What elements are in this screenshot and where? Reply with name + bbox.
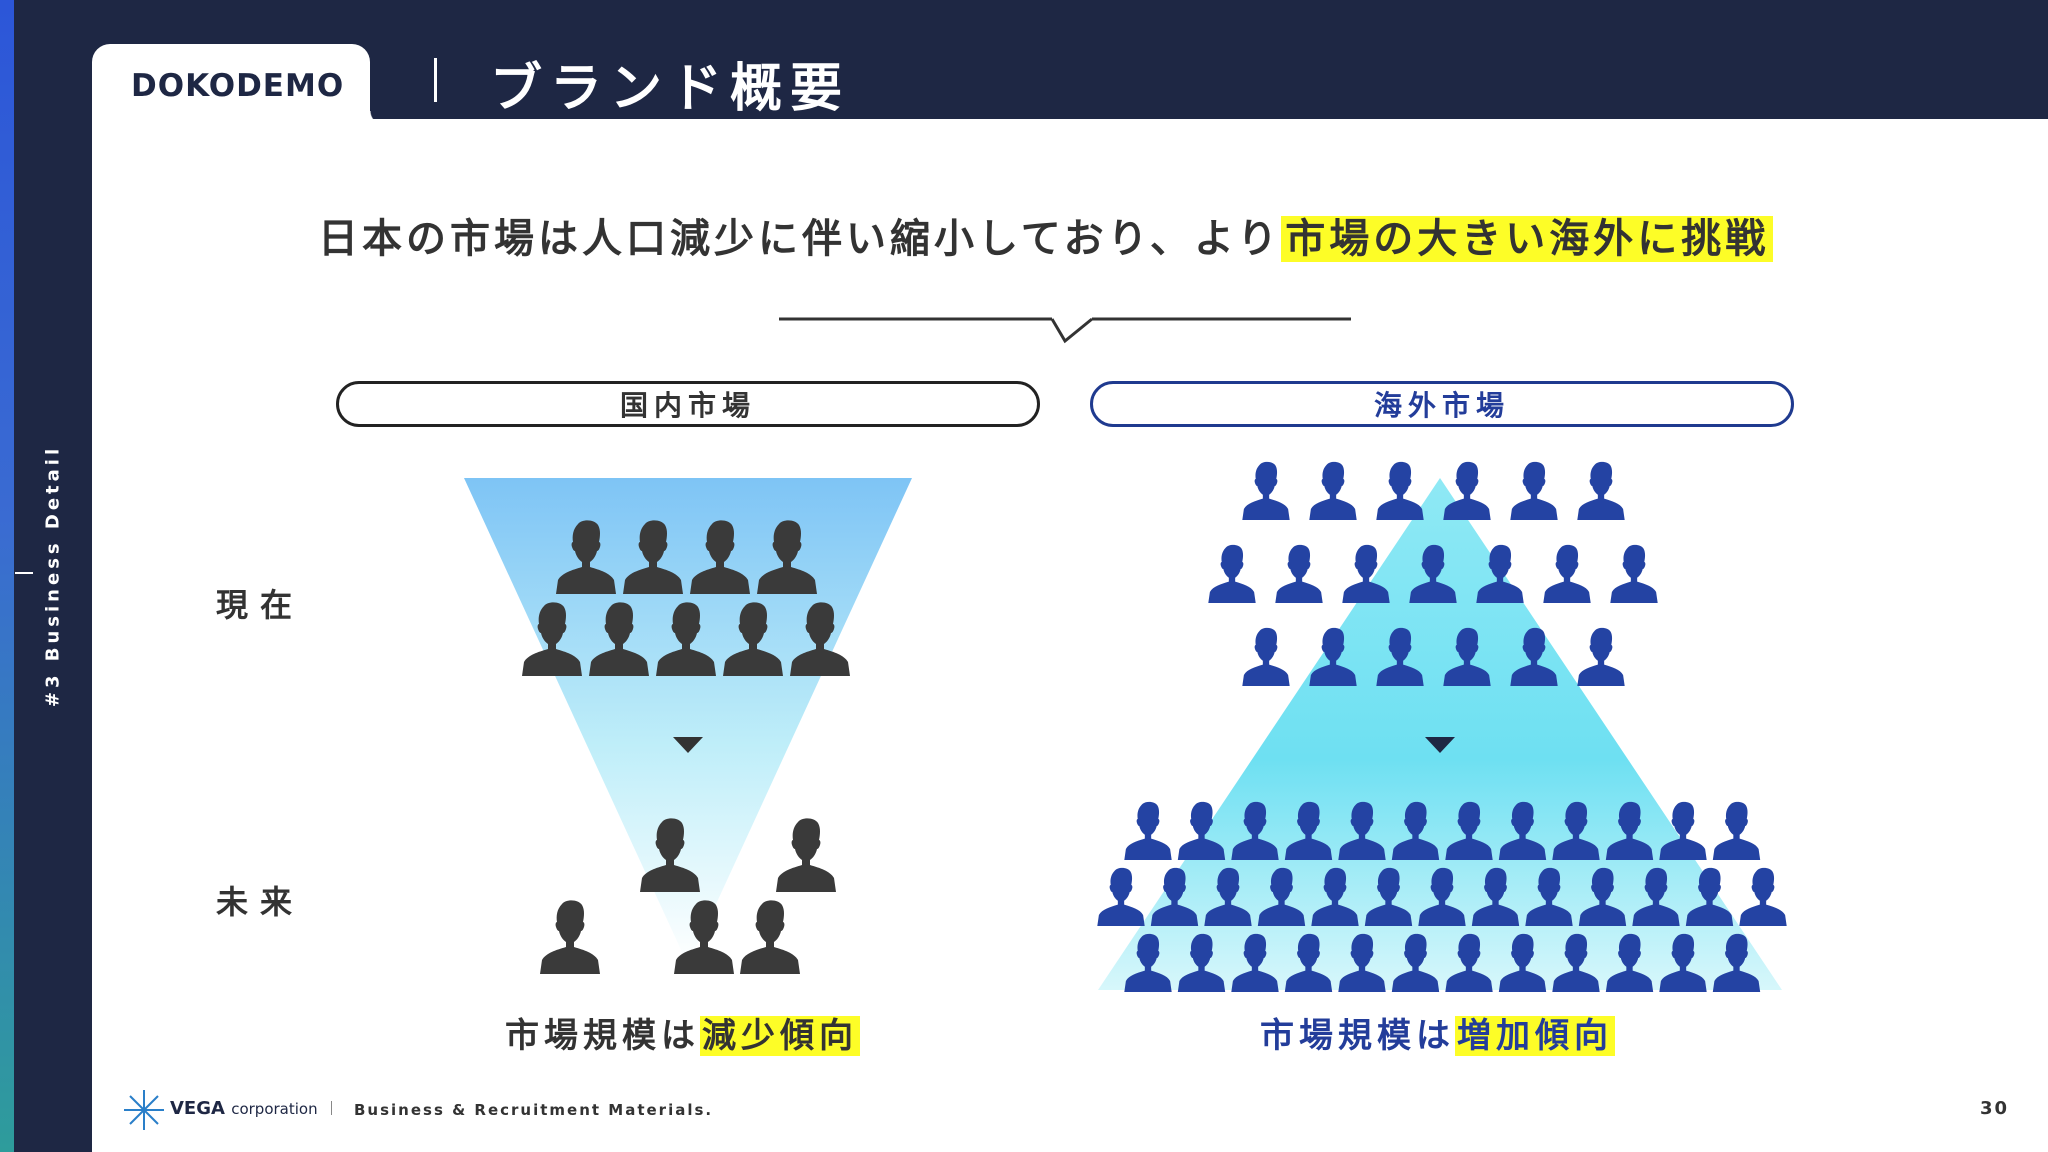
overseas-caption-highlight: 増加傾向 [1455, 1016, 1615, 1056]
person-silhouette-icon [1208, 544, 1256, 603]
person-silhouette-icon [1275, 544, 1323, 603]
person-silhouette-icon [1577, 627, 1625, 686]
person-silhouette-icon [1376, 461, 1424, 520]
person-silhouette-icon [1739, 867, 1787, 926]
person-silhouette-icon [1242, 627, 1290, 686]
footer-text: Business & Recruitment Materials. [354, 1101, 714, 1119]
domestic-caption: 市場規模は減少傾向 [505, 1008, 860, 1057]
person-silhouette-icon [1510, 461, 1558, 520]
sidebar-tick [15, 572, 33, 574]
triangle-down-icon [1425, 737, 1455, 753]
domestic-caption-text: 市場規模は [505, 1016, 700, 1056]
person-silhouette-icon [740, 900, 800, 974]
page-title: ブランド概要 [490, 59, 851, 119]
star-burst-icon [124, 1090, 164, 1130]
sidebar: #3 Business Detail [0, 0, 92, 1152]
title-separator [434, 58, 437, 102]
person-silhouette-icon [1309, 461, 1357, 520]
person-silhouette-icon [776, 818, 836, 892]
page-number: 30 [1980, 1098, 2010, 1119]
funnel-shape [464, 478, 912, 965]
overseas-caption-text: 市場規模は [1260, 1016, 1455, 1056]
domestic-market-label: 国内市場 [336, 381, 1040, 427]
row-label-future: 未来 [216, 883, 305, 921]
footer-company: VEGA corporation [170, 1098, 318, 1119]
triangle-down-icon [673, 737, 703, 753]
headline-text: 日本の市場は人口減少に伴い縮小しており、より [318, 216, 1282, 262]
domestic-caption-highlight: 減少傾向 [700, 1016, 860, 1056]
person-silhouette-icon [1097, 867, 1145, 926]
person-silhouette-icon [1124, 801, 1172, 860]
row-label-now: 現在 [216, 586, 305, 624]
brand-logo: DOKODEMO [131, 68, 345, 104]
footer-separator [331, 1101, 332, 1115]
logo-tab: DOKODEMO [92, 44, 384, 125]
overseas-market-label: 海外市場 [1090, 381, 1794, 427]
chevron-divider [779, 317, 1351, 344]
person-silhouette-icon [540, 900, 600, 974]
headline: 日本の市場は人口減少に伴い縮小しており、より市場の大きい海外に挑戦 [318, 206, 1818, 264]
person-silhouette-icon [1610, 544, 1658, 603]
overseas-caption: 市場規模は増加傾向 [1260, 1008, 1615, 1057]
person-silhouette-icon [1712, 801, 1761, 860]
person-silhouette-icon [1577, 461, 1625, 520]
pyramid-shape [1098, 478, 1782, 990]
person-silhouette-icon [1242, 461, 1290, 520]
person-silhouette-icon [1443, 461, 1491, 520]
sidebar-gradient-edge [0, 0, 14, 1152]
headline-highlight: 市場の大きい海外に挑戦 [1281, 216, 1774, 262]
person-silhouette-icon [1543, 544, 1591, 603]
